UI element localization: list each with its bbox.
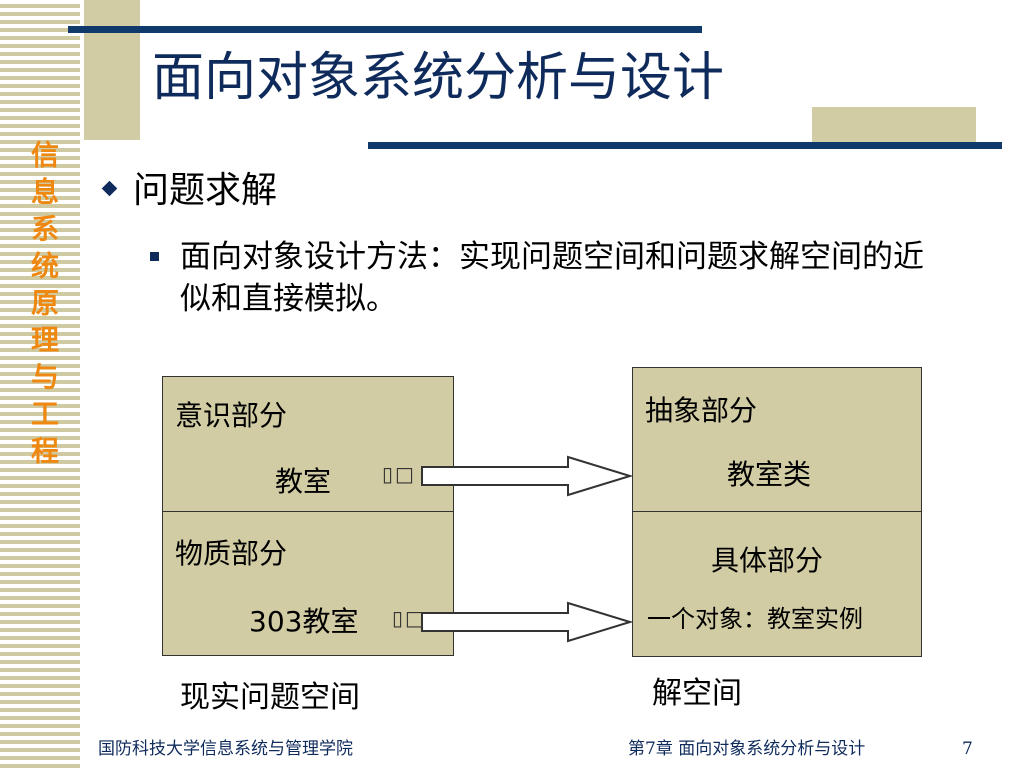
real-space-divider xyxy=(163,511,453,512)
bullet-level1-text: 问题求解 xyxy=(133,170,278,211)
abstract-heading: 抽象部分 xyxy=(645,394,758,427)
real-space-caption: 现实问题空间 xyxy=(180,680,360,715)
classroom-class-label: 教室类 xyxy=(727,458,812,491)
diamond-bullet-icon xyxy=(101,180,118,196)
room303-label: 303教室 xyxy=(249,605,359,638)
arrow-bottom xyxy=(421,601,634,643)
connector-glyph-bottom: ▯□ xyxy=(392,606,426,630)
footer-page-number: 7 xyxy=(962,739,973,759)
bullet-level2: 面向对象设计方法：实现问题空间和问题求解空间的近似和直接模拟。 xyxy=(150,236,950,320)
consciousness-heading: 意识部分 xyxy=(175,399,288,432)
footer-chapter: 第7章 面向对象系统分析与设计 xyxy=(628,739,866,759)
solution-space-panel: 抽象部分 教室类 具体部分 一个对象：教室实例 xyxy=(632,367,922,657)
object-instance-label: 一个对象：教室实例 xyxy=(647,605,863,633)
solution-space-divider xyxy=(633,511,921,512)
classroom-label: 教室 xyxy=(275,465,332,498)
footer-organization: 国防科技大学信息系统与管理学院 xyxy=(98,739,353,759)
material-heading: 物质部分 xyxy=(175,537,288,570)
connector-glyph-top: ▯□ xyxy=(382,462,416,486)
sidebar-vertical-title: 信息系统原理与工程 xyxy=(27,140,60,473)
square-bullet-icon xyxy=(150,252,159,261)
header-line-bottom xyxy=(368,142,1002,149)
real-space-panel: 意识部分 教室 物质部分 303教室 xyxy=(162,376,454,656)
slide-title: 面向对象系统分析与设计 xyxy=(152,48,725,108)
header-deco-block-left xyxy=(84,0,140,140)
arrow-top xyxy=(421,455,634,497)
solution-space-caption: 解空间 xyxy=(652,676,742,711)
header-line-top xyxy=(68,26,702,33)
bullet-level1: 问题求解 xyxy=(101,168,278,214)
concrete-heading: 具体部分 xyxy=(711,544,824,577)
sidebar-stripes xyxy=(0,0,80,768)
bullet-level2-text: 面向对象设计方法：实现问题空间和问题求解空间的近似和直接模拟。 xyxy=(180,239,924,317)
header-deco-block-right xyxy=(812,107,976,142)
